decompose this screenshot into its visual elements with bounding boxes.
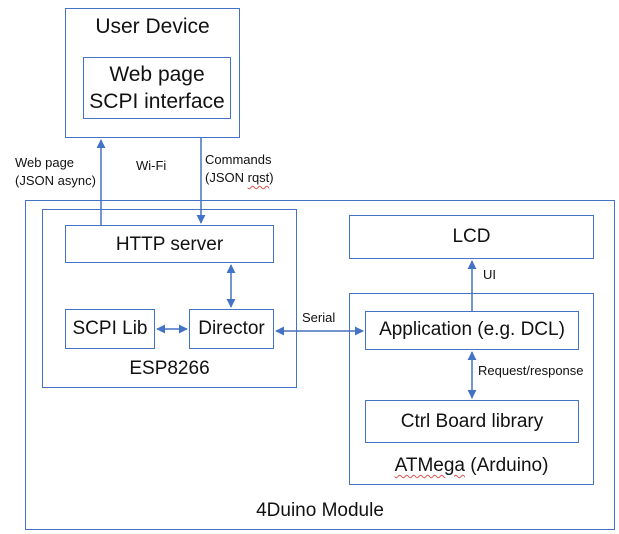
scpi-lib-label: SCPI Lib <box>72 318 148 339</box>
http-server-label: HTTP server <box>115 234 224 255</box>
serial-label: Serial <box>302 310 336 325</box>
scpi-lib-box <box>65 309 155 349</box>
user-device-title: User Device <box>95 15 210 38</box>
commands-label-1: Commands <box>205 152 272 167</box>
scpi-interface-label: SCPI interface <box>89 90 225 113</box>
atmega-spelling-mark: ATMega <box>394 455 465 476</box>
ctrl-board-label: Ctrl Board library <box>400 411 544 432</box>
module-label: 4Duino Module <box>256 500 384 521</box>
wifi-label: Wi-Fi <box>136 158 167 173</box>
director-label: Director <box>198 318 265 339</box>
director-box <box>189 309 274 349</box>
http-server-box <box>65 225 274 263</box>
webpage-async-label-2: (JSON async) <box>15 173 96 188</box>
ctrl-board-box <box>365 400 579 443</box>
webpage-label: Web page <box>109 63 205 86</box>
request-response-label: Request/response <box>478 363 584 378</box>
commands-label-2: (JSON rqst) <box>205 170 274 185</box>
webpage-scpi-box <box>83 57 231 119</box>
atmega-label: ATMega (Arduino) <box>394 455 549 476</box>
rqst-spelling-mark: rqst <box>247 170 270 185</box>
ui-label: UI <box>483 267 496 282</box>
application-box <box>365 311 579 350</box>
application-label: Application (e.g. DCL) <box>379 319 565 340</box>
esp8266-label: ESP8266 <box>129 358 210 379</box>
lcd-label: LCD <box>452 226 491 247</box>
webpage-async-label-1: Web page <box>15 155 75 170</box>
lcd-box <box>349 215 594 259</box>
